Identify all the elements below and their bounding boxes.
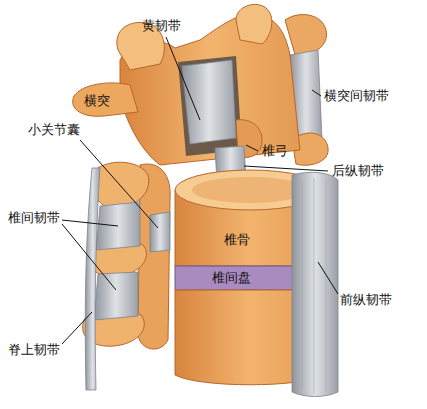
part-label: 椎弓: [262, 143, 288, 159]
part-label: 小关节囊: [28, 122, 80, 138]
part-label: 后纵韧带: [332, 163, 384, 179]
part-label: 横突: [84, 93, 110, 109]
part-label: 黄韧带: [142, 18, 181, 34]
part-label: 横突间韧带: [324, 88, 389, 104]
part-label: 椎骨: [224, 232, 250, 248]
part-label: 椎间盘: [212, 270, 251, 286]
part-label: 脊上韧带: [8, 342, 60, 358]
part-label: 前纵韧带: [340, 292, 392, 308]
part-label: 椎间韧带: [8, 210, 60, 226]
